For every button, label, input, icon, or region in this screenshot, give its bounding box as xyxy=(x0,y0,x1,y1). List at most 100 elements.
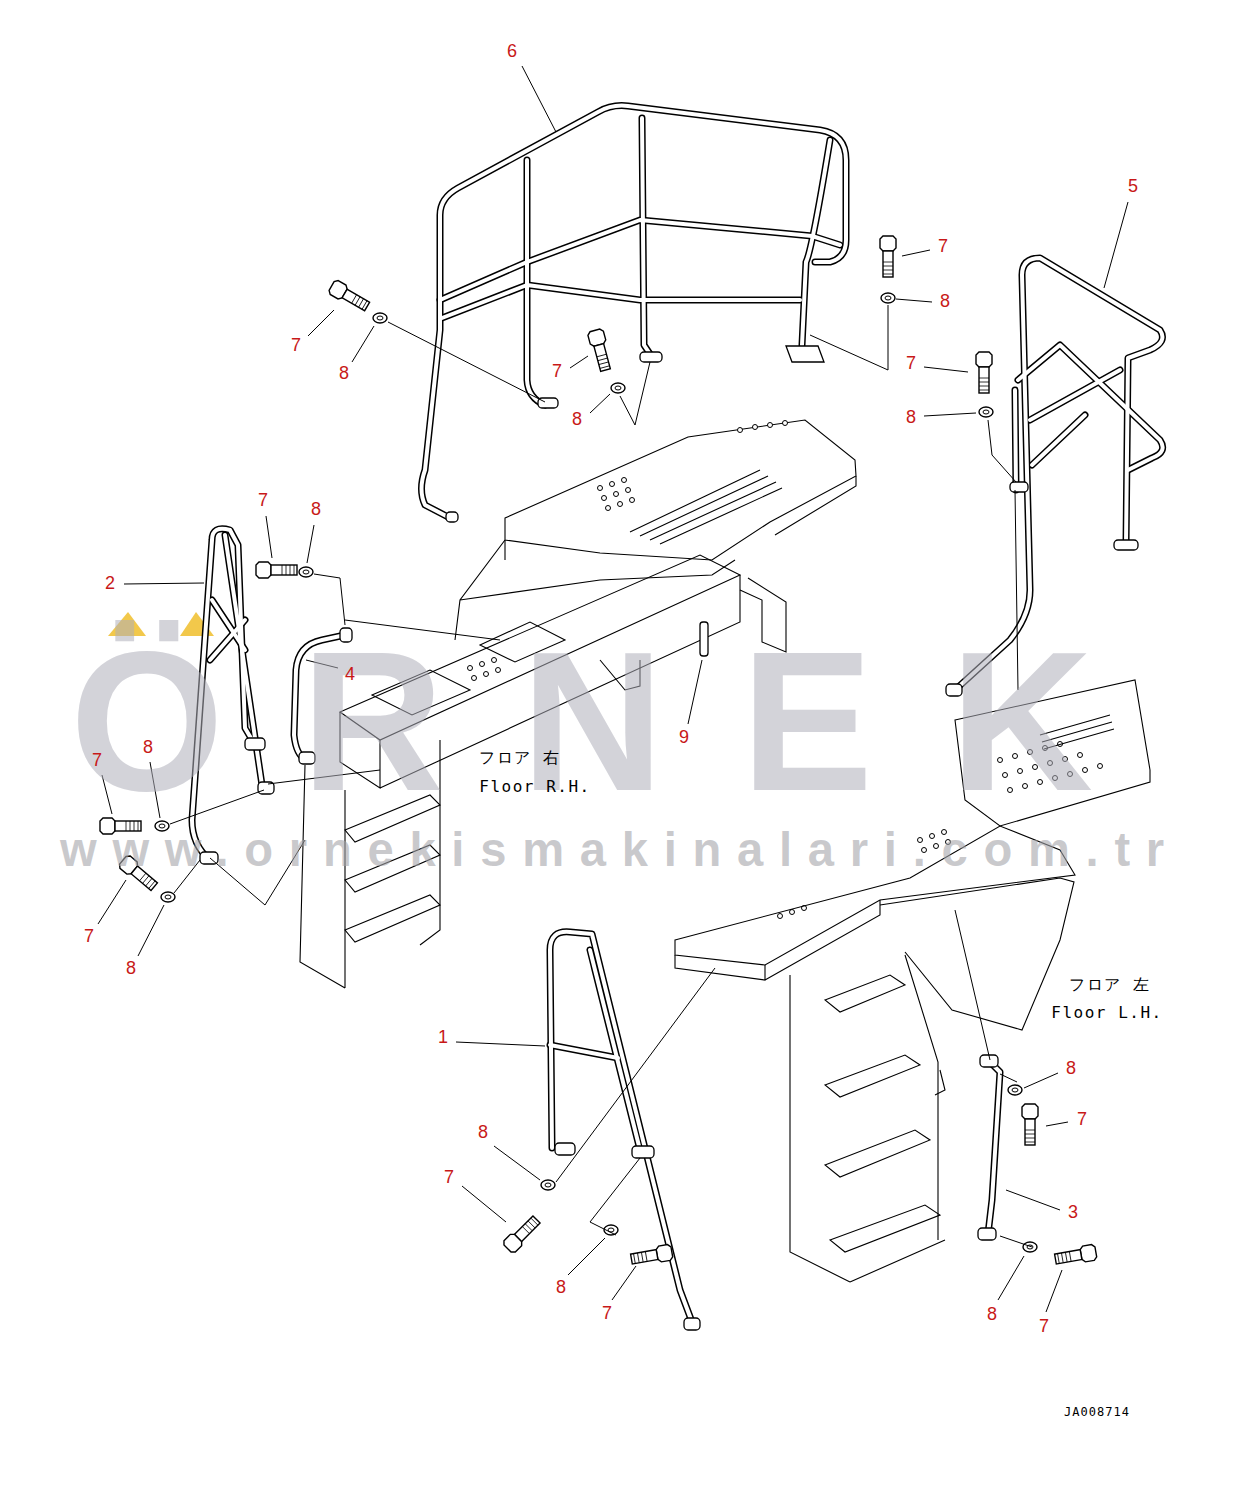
callout-number: 3 xyxy=(1068,1203,1078,1223)
hole-pattern xyxy=(618,502,623,507)
leader-line xyxy=(570,356,588,368)
floor-lh xyxy=(825,975,905,1012)
floor-lh xyxy=(790,955,945,1282)
bolt xyxy=(587,328,613,372)
leader-line xyxy=(1104,202,1128,288)
callout-number: 8 xyxy=(339,364,349,384)
washer xyxy=(1023,1242,1037,1252)
callout-number: 7 xyxy=(1077,1110,1087,1130)
leader-line xyxy=(138,905,164,956)
leader-line xyxy=(902,250,930,256)
callout-number: 8 xyxy=(126,959,136,979)
hole-pattern xyxy=(606,506,611,511)
bolt xyxy=(256,562,297,578)
callout-number: 6 xyxy=(507,42,517,62)
leader-line xyxy=(924,413,976,416)
drawing-code: JA008714 xyxy=(1064,1406,1130,1419)
floor-lh xyxy=(675,900,880,980)
hole-pattern xyxy=(614,492,619,497)
callout-number: 8 xyxy=(906,408,916,428)
callout-number: 2 xyxy=(105,574,115,594)
mounting-tab xyxy=(446,512,458,522)
bolt xyxy=(630,1244,673,1267)
callout-number: 8 xyxy=(478,1123,488,1143)
floor-label: フロア 左 xyxy=(1069,976,1150,994)
leader-line xyxy=(98,880,126,924)
callout-number: 7 xyxy=(906,354,916,374)
mounting-tab xyxy=(640,352,662,362)
bolt xyxy=(976,352,992,393)
leader-line xyxy=(612,1266,636,1300)
leader-line xyxy=(896,299,932,302)
leader-line xyxy=(1046,1122,1068,1126)
watermark: www.ornekismakinalari.com.tr xyxy=(60,824,1180,876)
washer xyxy=(979,407,993,417)
bolt xyxy=(328,279,372,313)
callout-number: 8 xyxy=(311,500,321,520)
washer xyxy=(1008,1085,1022,1095)
hole-pattern xyxy=(790,910,795,915)
hole-pattern xyxy=(783,421,788,426)
callout-number: 8 xyxy=(940,292,950,312)
callout-number: 7 xyxy=(552,362,562,382)
floor-label: Floor L.H. xyxy=(1051,1004,1162,1022)
washer xyxy=(881,293,895,303)
callout-number: 8 xyxy=(987,1305,997,1325)
callout-number: 1 xyxy=(438,1028,448,1048)
leader-line xyxy=(308,310,334,336)
assembly-line xyxy=(388,322,545,402)
floor-lh xyxy=(830,1205,940,1252)
callout-number: 7 xyxy=(938,237,948,257)
callout-number: 7 xyxy=(92,751,102,771)
bolt xyxy=(502,1214,542,1254)
leader-line xyxy=(1006,1190,1060,1210)
mounting-tab xyxy=(1010,482,1028,492)
leader-line xyxy=(1046,1270,1062,1312)
bolt xyxy=(1054,1244,1097,1267)
floor-lh xyxy=(880,878,1074,1030)
washer xyxy=(299,567,313,577)
floor-lh xyxy=(935,1070,945,1095)
bolt xyxy=(880,236,896,277)
leader-line xyxy=(352,326,374,362)
leader-line xyxy=(462,1186,506,1222)
floor-rh xyxy=(505,476,856,560)
hole-pattern xyxy=(768,423,773,428)
leader-line xyxy=(998,1256,1024,1300)
assembly-line xyxy=(556,968,715,1182)
leader-line xyxy=(1024,1073,1058,1088)
floor-rh xyxy=(345,895,440,942)
mounting-tab xyxy=(978,1228,996,1240)
washer xyxy=(161,892,175,902)
watermark: ÖRNEK xyxy=(70,613,1170,831)
hole-pattern xyxy=(610,482,615,487)
floor-label: Floor R.H. xyxy=(479,778,590,796)
mounting-tab xyxy=(555,1143,575,1155)
leader-line xyxy=(124,583,204,584)
hole-pattern xyxy=(738,428,743,433)
hole-pattern xyxy=(626,488,631,493)
floor-rh xyxy=(630,470,782,544)
floor-label: フロア 右 xyxy=(479,749,560,767)
callout-number: 7 xyxy=(444,1168,454,1188)
mounting-tab xyxy=(1114,540,1138,550)
assembly-line xyxy=(955,910,990,1060)
hole-pattern xyxy=(753,425,758,430)
assembly-line xyxy=(810,305,888,370)
washer xyxy=(373,313,387,323)
hole-pattern xyxy=(778,914,783,919)
callout-number: 7 xyxy=(258,491,268,511)
callout-number: 8 xyxy=(143,738,153,758)
assembly-line xyxy=(590,1158,640,1235)
callout-number: 4 xyxy=(345,665,355,685)
callout-number: 7 xyxy=(291,336,301,356)
leader-line xyxy=(266,516,272,558)
mounting-tab xyxy=(632,1146,654,1158)
callout-number: 8 xyxy=(1066,1059,1076,1079)
leader-line xyxy=(494,1146,540,1180)
assembly-line xyxy=(1000,1074,1032,1247)
assembly-line xyxy=(988,420,1016,482)
floor-rh xyxy=(505,420,856,560)
leader-line xyxy=(568,1238,605,1275)
